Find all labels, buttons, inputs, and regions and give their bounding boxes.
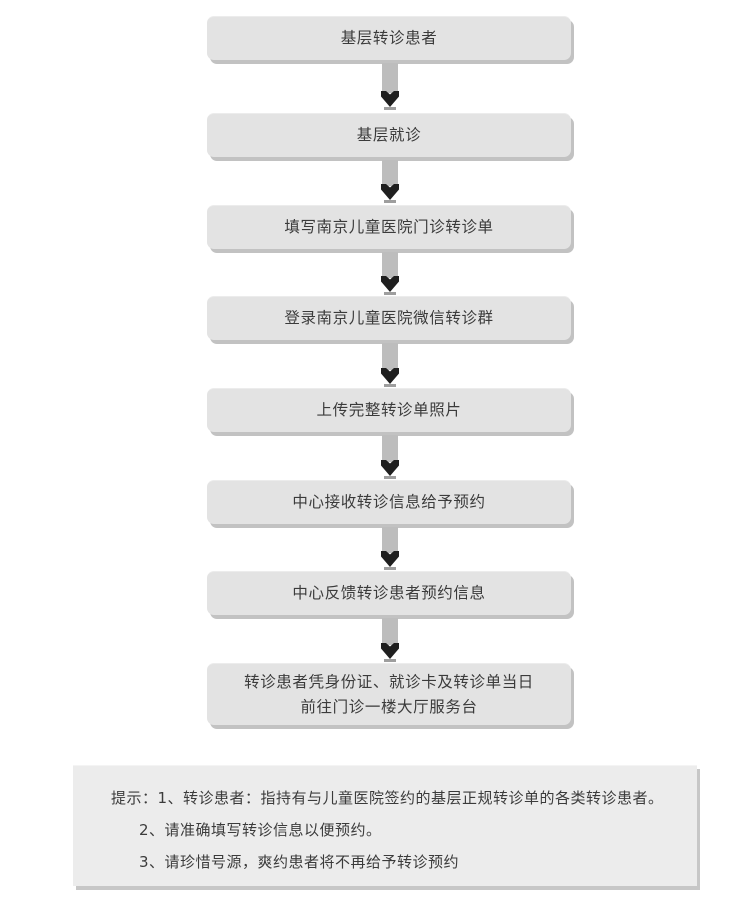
flow-node-label: 基层转诊患者 [340, 29, 438, 48]
flow-node-label: 基层就诊 [356, 126, 422, 145]
arrow-foot [384, 292, 396, 295]
arrow-shaft [382, 63, 398, 93]
arrow-down-icon [381, 184, 399, 200]
referral-flowchart: 基层转诊患者 基层就诊 填写南京儿童医院门诊转诊单 登录南京儿童医院微信转诊群 … [207, 16, 571, 725]
arrow-shaft [382, 252, 398, 278]
flow-node-upload-referral-photo[interactable]: 上传完整转诊单照片 [207, 388, 571, 432]
arrow-down-icon [381, 551, 399, 567]
arrow-foot [384, 107, 396, 110]
arrow-shaft [382, 160, 398, 186]
arrow-down-icon [381, 368, 399, 384]
flow-connector-arrow [381, 160, 399, 203]
flow-node-basic-visit[interactable]: 基层就诊 [207, 113, 571, 157]
notes-panel: 提示：1、转诊患者：指持有与儿童医院签约的基层正规转诊单的各类转诊患者。 2、请… [73, 765, 697, 886]
arrow-shaft [382, 618, 398, 645]
flow-node-basic-referral-patient[interactable]: 基层转诊患者 [207, 16, 571, 60]
flow-node-label: 上传完整转诊单照片 [316, 401, 462, 420]
flow-connector-arrow [381, 252, 399, 295]
arrow-foot [384, 384, 396, 387]
note-line-3: 3、请珍惜号源，爽约患者将不再给予转诊预约 [139, 852, 460, 871]
flow-node-login-wechat-group[interactable]: 登录南京儿童医院微信转诊群 [207, 296, 571, 340]
flow-node-visit-service-desk[interactable]: 转诊患者凭身份证、就诊卡及转诊单当日 前往门诊一楼大厅服务台 [207, 663, 571, 725]
flow-node-fill-referral-form[interactable]: 填写南京儿童医院门诊转诊单 [207, 205, 571, 249]
arrow-down-icon [381, 643, 399, 659]
flow-connector-arrow [381, 343, 399, 387]
arrow-shaft [382, 435, 398, 462]
flow-node-label: 登录南京儿童医院微信转诊群 [284, 309, 494, 328]
flow-node-label: 中心接收转诊信息给予预约 [292, 493, 486, 512]
note-line-2: 2、请准确填写转诊信息以便预约。 [139, 820, 382, 839]
flow-connector-arrow [381, 527, 399, 570]
flow-node-label: 转诊患者凭身份证、就诊卡及转诊单当日 前往门诊一楼大厅服务台 [244, 673, 534, 716]
arrow-foot [384, 200, 396, 203]
flow-connector-arrow [381, 435, 399, 479]
arrow-shaft [382, 343, 398, 370]
arrow-down-icon [381, 460, 399, 476]
arrow-foot [384, 567, 396, 570]
flow-node-label: 填写南京儿童医院门诊转诊单 [284, 218, 494, 237]
note-line-1: 提示：1、转诊患者：指持有与儿童医院签约的基层正规转诊单的各类转诊患者。 [111, 789, 664, 807]
flow-connector-arrow [381, 618, 399, 662]
arrow-foot [384, 659, 396, 662]
flow-node-label: 中心反馈转诊患者预约信息 [292, 584, 486, 603]
arrow-down-icon [381, 91, 399, 107]
arrow-down-icon [381, 276, 399, 292]
flow-connector-arrow [381, 63, 399, 111]
arrow-shaft [382, 527, 398, 553]
flow-node-center-receives-and-books[interactable]: 中心接收转诊信息给予预约 [207, 480, 571, 524]
flow-node-center-feedback-booking[interactable]: 中心反馈转诊患者预约信息 [207, 571, 571, 615]
arrow-foot [384, 476, 396, 479]
